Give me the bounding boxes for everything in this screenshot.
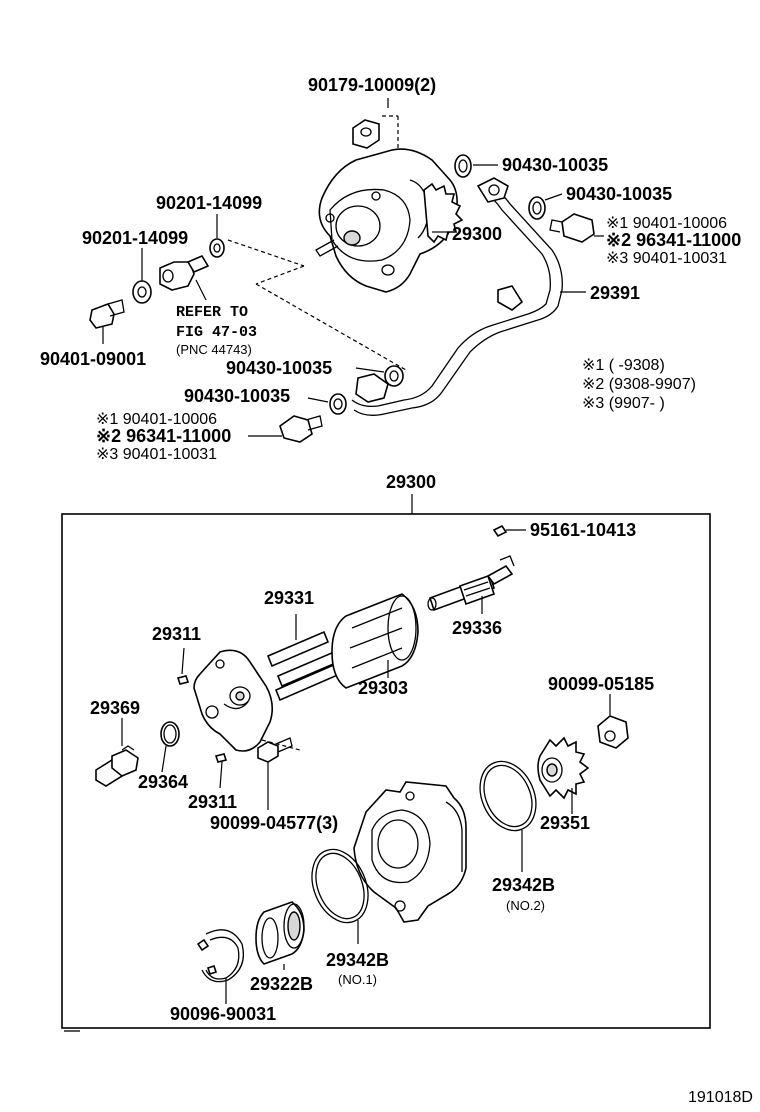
oring-no2-part[interactable] bbox=[470, 753, 547, 840]
label-oring-no2: 29342B bbox=[492, 875, 555, 895]
pin-bottom-part[interactable] bbox=[214, 753, 228, 763]
label-oring-small: 29364 bbox=[138, 772, 188, 792]
label-washer-a: 90201-14099 bbox=[156, 193, 262, 213]
label-key: 95161-10413 bbox=[530, 520, 636, 540]
union-bolt-right-part[interactable] bbox=[549, 213, 595, 243]
washer-b-part[interactable] bbox=[132, 280, 152, 304]
label-rotor: 29303 bbox=[358, 678, 408, 698]
label-gasket-d: 90430-10035 bbox=[184, 386, 290, 406]
rotor-part[interactable] bbox=[331, 593, 419, 689]
label-oring-no1-sub: (NO.1) bbox=[338, 972, 377, 987]
oring-small-part[interactable] bbox=[160, 721, 180, 747]
bearing-part[interactable] bbox=[255, 901, 305, 965]
label-refer-2: FIG 47-03 bbox=[176, 324, 257, 341]
bolt-left-part[interactable] bbox=[89, 299, 125, 329]
label-union-right-2: ※2 96341-11000 bbox=[606, 230, 741, 250]
label-union-right-3: ※3 90401-10031 bbox=[606, 250, 727, 267]
label-snap-ring: 90096-90031 bbox=[170, 1004, 276, 1024]
label-vane: 29331 bbox=[264, 588, 314, 608]
label-check-valve: 29369 bbox=[90, 698, 140, 718]
check-valve-part[interactable] bbox=[95, 745, 139, 787]
label-gasket-b: 90430-10035 bbox=[566, 184, 672, 204]
label-washer-b: 90201-14099 bbox=[82, 228, 188, 248]
label-housing-bolt: 90099-04577(3) bbox=[210, 813, 338, 833]
label-pin-bottom: 29311 bbox=[188, 792, 237, 812]
label-nut-gear: 90099-05185 bbox=[548, 674, 654, 694]
vane-part[interactable] bbox=[266, 630, 342, 702]
exploded-view-box bbox=[61, 513, 711, 1029]
note-2: ※2 (9308-9907) bbox=[582, 376, 696, 393]
box-title: 29300 bbox=[386, 472, 436, 492]
gasket-c-part[interactable] bbox=[384, 365, 404, 387]
nut-top-part[interactable] bbox=[352, 119, 380, 149]
label-refer-1: REFER TO bbox=[176, 304, 248, 321]
gasket-a-part[interactable] bbox=[454, 154, 472, 178]
label-gasket-c: 90430-10035 bbox=[226, 358, 332, 378]
pump-body-part[interactable] bbox=[353, 781, 467, 923]
label-oring-no2-sub: (NO.2) bbox=[506, 898, 545, 913]
note-3: ※3 (9907- ) bbox=[582, 395, 665, 412]
drive-gear-part[interactable] bbox=[537, 736, 590, 800]
oring-no1-part[interactable] bbox=[302, 841, 379, 931]
pump-housing-part[interactable] bbox=[193, 649, 274, 752]
label-oil-pipe: 29391 bbox=[590, 283, 640, 303]
union-fitting-part[interactable] bbox=[159, 254, 210, 291]
rotor-shaft-part[interactable] bbox=[427, 555, 515, 612]
label-refer-pnc: (PNC 44743) bbox=[176, 342, 252, 357]
label-bolt-left: 90401-09001 bbox=[40, 349, 146, 369]
note-1: ※1 ( -9308) bbox=[582, 357, 665, 374]
label-union-left-3: ※3 90401-10031 bbox=[96, 446, 217, 463]
label-nut-top: 90179-10009(2) bbox=[308, 75, 436, 95]
label-rotor-shaft: 29336 bbox=[452, 618, 502, 638]
snap-ring-part[interactable] bbox=[196, 929, 245, 983]
oil-pipe-part[interactable] bbox=[351, 177, 563, 416]
label-union-left-2: ※2 96341-11000 bbox=[96, 426, 231, 446]
washer-a-part[interactable] bbox=[209, 238, 225, 258]
gasket-d-part[interactable] bbox=[329, 393, 347, 415]
label-gasket-a: 90430-10035 bbox=[502, 155, 608, 175]
label-pump-assy: 29300 bbox=[452, 224, 502, 244]
housing-bolt-part[interactable] bbox=[257, 737, 293, 763]
vacuum-pump-assembly[interactable] bbox=[315, 148, 464, 293]
label-oring-no1: 29342B bbox=[326, 950, 389, 970]
label-union-right-1: ※1 90401-10006 bbox=[606, 215, 727, 232]
union-bolt-left-part[interactable] bbox=[279, 415, 323, 443]
label-drive-gear: 29351 bbox=[540, 813, 590, 833]
pin-top-part[interactable] bbox=[176, 675, 190, 685]
gasket-b-part[interactable] bbox=[528, 196, 546, 220]
label-union-left-1: ※1 90401-10006 bbox=[96, 411, 217, 428]
nut-gear-part[interactable] bbox=[597, 715, 629, 749]
key-part[interactable] bbox=[492, 524, 508, 538]
label-bearing: 29322B bbox=[250, 974, 313, 994]
figure-code: 191018D bbox=[688, 1089, 753, 1106]
label-pin-top: 29311 bbox=[152, 624, 201, 644]
